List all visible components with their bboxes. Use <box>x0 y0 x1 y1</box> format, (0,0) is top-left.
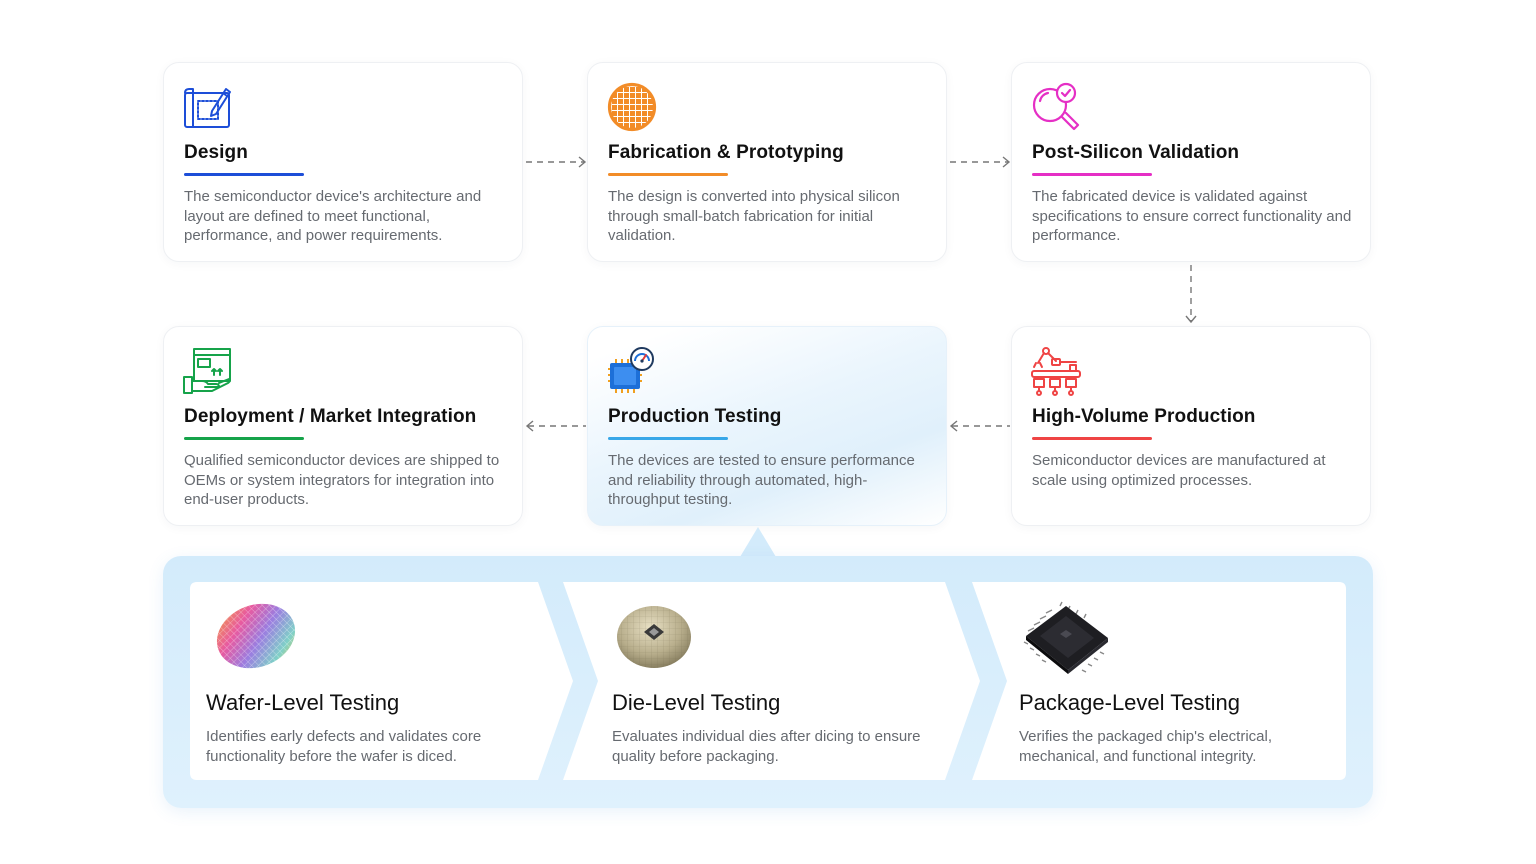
robot-arm-icon <box>1030 345 1082 397</box>
stage-title: Package-Level Testing <box>1019 690 1240 715</box>
arrow-production-to-testing <box>949 420 1010 432</box>
magnifier-check-icon <box>1030 81 1082 133</box>
step-card-high-volume: High-Volume Production Semiconductor dev… <box>1011 326 1371 526</box>
step-description: The devices are tested to ensure perform… <box>608 452 915 508</box>
blueprint-icon <box>182 81 234 133</box>
shipment-hand-icon <box>182 345 234 397</box>
step-description: The semiconductor device's architecture … <box>184 188 482 244</box>
step-card-design: Design The semiconductor device's archit… <box>163 62 523 262</box>
arrow-fabrication-to-validation <box>950 156 1011 168</box>
step-title: Production Testing <box>608 406 782 427</box>
step-card-production-testing: Production Testing The devices are teste… <box>587 326 947 526</box>
wafer-image <box>216 603 296 669</box>
stage-title: Die-Level Testing <box>612 690 781 715</box>
arrow-testing-to-deployment <box>525 420 586 432</box>
stage-description: Evaluates individual dies after dicing t… <box>612 728 921 765</box>
step-card-deployment: Deployment / Market Integration Qualifie… <box>163 326 523 526</box>
arrow-validation-to-production <box>1185 265 1197 324</box>
step-underline <box>1032 173 1152 176</box>
stage-description: Verifies the packaged chip's electrical,… <box>1019 728 1273 765</box>
package-chip-image <box>1023 601 1108 674</box>
step-description: The design is converted into physical si… <box>608 188 900 244</box>
step-title: Design <box>184 142 248 163</box>
die-image <box>617 606 691 668</box>
step-underline <box>608 173 728 176</box>
step-underline <box>184 173 304 176</box>
arrow-design-to-fabrication <box>526 156 587 168</box>
step-underline <box>608 437 728 440</box>
step-title: Deployment / Market Integration <box>184 406 477 427</box>
wafer-icon <box>606 81 658 133</box>
stage-description: Identifies early defects and validates c… <box>206 728 482 765</box>
step-title: Fabrication & Prototyping <box>608 142 844 163</box>
step-title: High-Volume Production <box>1032 406 1256 427</box>
step-card-fabrication: Fabrication & Prototyping The design is … <box>587 62 947 262</box>
step-description: Semiconductor devices are manufactured a… <box>1032 452 1326 489</box>
step-underline <box>184 437 304 440</box>
step-title: Post-Silicon Validation <box>1032 142 1240 163</box>
chip-gauge-icon <box>606 345 658 397</box>
step-card-post-silicon: Post-Silicon Validation The fabricated d… <box>1011 62 1371 262</box>
panel-pointer <box>740 527 776 557</box>
step-description: The fabricated device is validated again… <box>1032 188 1352 244</box>
step-description: Qualified semiconductor devices are ship… <box>184 452 500 508</box>
step-underline <box>1032 437 1152 440</box>
stage-title: Wafer-Level Testing <box>206 690 400 715</box>
